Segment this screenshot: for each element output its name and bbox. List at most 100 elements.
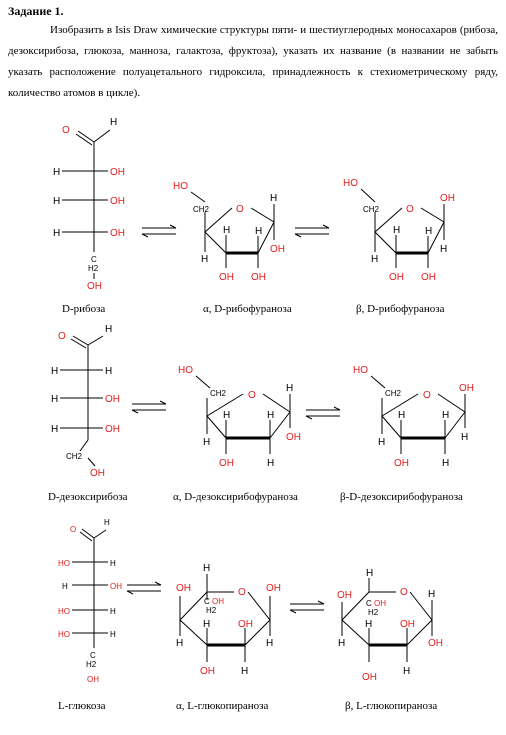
- svg-text:O: O: [400, 587, 408, 598]
- svg-text:H: H: [110, 559, 116, 568]
- equilibrium-arrow-3a: [126, 581, 162, 595]
- svg-text:O: O: [236, 204, 244, 215]
- svg-text:H: H: [267, 458, 274, 469]
- task-heading: Задание 1.: [8, 4, 64, 18]
- svg-text:H2: H2: [206, 606, 217, 615]
- svg-text:HO: HO: [58, 607, 70, 616]
- svg-text:HO: HO: [58, 559, 70, 568]
- svg-text:CH2: CH2: [363, 205, 380, 214]
- equilibrium-arrow-1b: [294, 224, 330, 238]
- svg-text:CH2: CH2: [385, 389, 402, 398]
- svg-text:OH: OH: [400, 619, 415, 630]
- svg-text:H: H: [223, 410, 230, 421]
- svg-text:H: H: [110, 607, 116, 616]
- svg-text:O: O: [423, 390, 431, 401]
- caption-d-deoxyribose: D-дезоксирибоза: [48, 491, 128, 503]
- d-ribose-fischer: [52, 116, 126, 293]
- svg-text:HO: HO: [343, 178, 358, 189]
- svg-text:H: H: [440, 244, 447, 255]
- alpha-d-deoxyribofuranose: O HO CH2 H H OH H H H OH: [178, 365, 301, 469]
- svg-text:OH: OH: [110, 582, 122, 591]
- svg-text:H: H: [393, 225, 400, 236]
- svg-text:H: H: [425, 226, 432, 237]
- caption-alpha-d-ribofuranose: α, D-рибофураноза: [203, 303, 292, 315]
- alpha-l-glucopyranose: O OH H H OH OH H OH H H C OH H2: [176, 563, 281, 677]
- svg-text:H: H: [442, 410, 449, 421]
- svg-text:OH: OH: [90, 468, 105, 479]
- svg-text:H: H: [62, 582, 68, 591]
- svg-text:OH: OH: [389, 272, 404, 283]
- beta-l-glucopyranose: O OH H H OH OH H H OH H C OH H2: [337, 568, 443, 683]
- svg-text:HO: HO: [353, 365, 368, 376]
- svg-text:OH: OH: [266, 583, 281, 594]
- svg-text:H: H: [255, 226, 262, 237]
- svg-text:H: H: [338, 638, 345, 649]
- svg-text:H: H: [366, 568, 373, 579]
- svg-text:CH2: CH2: [193, 205, 210, 214]
- caption-beta-d-deoxyribofuranose: β-D-дезоксирибофураноза: [340, 491, 463, 503]
- svg-text:H: H: [267, 410, 274, 421]
- svg-text:H2: H2: [86, 660, 97, 669]
- svg-text:H: H: [110, 630, 116, 639]
- svg-text:HO: HO: [178, 365, 193, 376]
- svg-text:OH: OH: [238, 619, 253, 630]
- svg-text:O: O: [70, 525, 76, 534]
- svg-text:OH: OH: [394, 458, 409, 469]
- svg-text:H: H: [51, 424, 58, 435]
- equilibrium-arrow-3b: [289, 600, 325, 614]
- equilibrium-arrow-2a: [131, 400, 167, 414]
- svg-text:H: H: [365, 619, 372, 630]
- caption-d-ribose: D-рибоза: [62, 303, 106, 315]
- svg-text:H: H: [203, 619, 210, 630]
- task-description: Изобразить в Isis Draw химические структ…: [8, 24, 498, 99]
- equilibrium-arrow-2b: [305, 406, 341, 420]
- l-glucose-fischer: O H HO H H OH HO H HO H C H2 OH: [58, 518, 122, 684]
- svg-text:OH: OH: [337, 590, 352, 601]
- svg-text:C: C: [204, 597, 210, 606]
- svg-text:H: H: [105, 324, 112, 335]
- svg-text:H: H: [286, 383, 293, 394]
- svg-text:O: O: [58, 331, 66, 342]
- svg-text:H: H: [378, 437, 385, 448]
- svg-text:O: O: [248, 390, 256, 401]
- svg-text:H: H: [176, 638, 183, 649]
- svg-text:H: H: [442, 458, 449, 469]
- svg-text:H: H: [203, 563, 210, 574]
- svg-text:H: H: [105, 366, 112, 377]
- svg-text:OH: OH: [219, 272, 234, 283]
- svg-text:OH: OH: [105, 394, 120, 405]
- svg-text:OH: OH: [200, 666, 215, 677]
- svg-text:OH: OH: [270, 244, 285, 255]
- svg-text:OH: OH: [374, 599, 386, 608]
- svg-text:H: H: [51, 394, 58, 405]
- svg-text:CH2: CH2: [210, 389, 227, 398]
- svg-text:HO: HO: [58, 630, 70, 639]
- svg-text:H: H: [203, 437, 210, 448]
- svg-text:OH: OH: [176, 583, 191, 594]
- svg-text:H: H: [403, 666, 410, 677]
- svg-text:OH: OH: [440, 193, 455, 204]
- svg-text:H: H: [201, 254, 208, 265]
- svg-text:OH: OH: [286, 432, 301, 443]
- svg-text:H: H: [51, 366, 58, 377]
- svg-text:HO: HO: [173, 181, 188, 192]
- caption-l-glucose: L-глюкоза: [58, 700, 106, 712]
- svg-text:C: C: [90, 651, 96, 660]
- svg-text:H: H: [461, 432, 468, 443]
- svg-text:OH: OH: [251, 272, 266, 283]
- beta-d-ribofuranose: O HO CH2 H H OH H OH OH H: [343, 178, 455, 283]
- caption-alpha-l-glucopyranose: α, L-глюкопираноза: [176, 700, 269, 712]
- svg-text:O: O: [406, 204, 414, 215]
- d-deoxyribose-fischer: O H H H H OH H OH CH2 OH: [51, 324, 120, 479]
- svg-text:C: C: [366, 599, 372, 608]
- svg-text:H: H: [270, 193, 277, 204]
- beta-d-deoxyribofuranose: O HO CH2 H H OH H H OH H: [353, 365, 474, 469]
- svg-text:OH: OH: [219, 458, 234, 469]
- svg-text:OH: OH: [459, 383, 474, 394]
- svg-text:H: H: [398, 410, 405, 421]
- svg-text:H: H: [223, 225, 230, 236]
- svg-text:OH: OH: [421, 272, 436, 283]
- svg-text:H: H: [266, 638, 273, 649]
- svg-text:OH: OH: [428, 638, 443, 649]
